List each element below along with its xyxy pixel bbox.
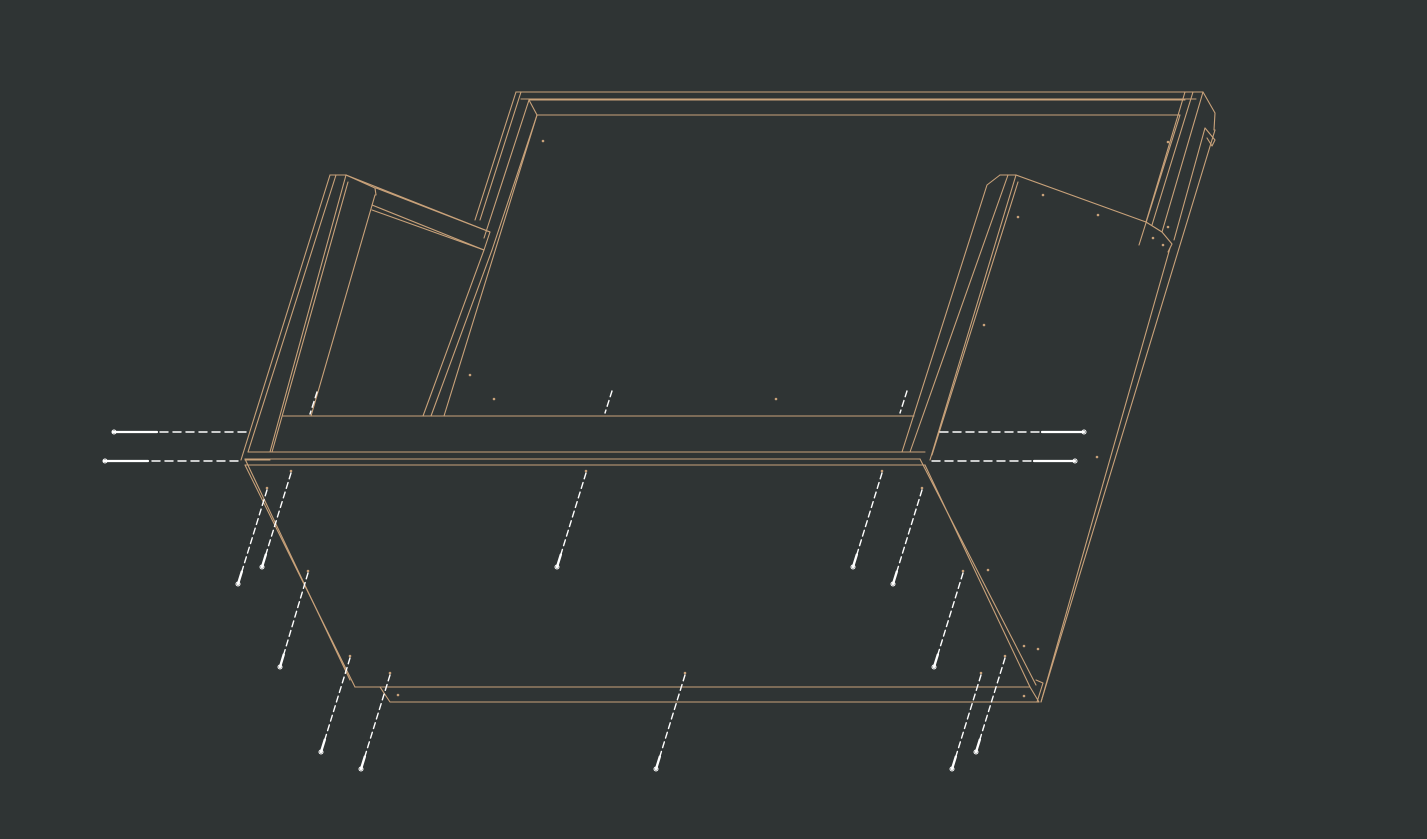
fasteners bbox=[102, 390, 1087, 772]
left-front-post bbox=[240, 174, 377, 461]
back-rail bbox=[515, 91, 1216, 147]
vertical-screw bbox=[850, 472, 883, 570]
pilot-holes bbox=[265, 139, 1170, 698]
frame-outline bbox=[240, 91, 1216, 703]
horizontal-screw bbox=[931, 458, 1078, 464]
left-side-rail bbox=[345, 174, 491, 251]
vertical-screw bbox=[358, 674, 391, 772]
front-rail bbox=[244, 415, 926, 466]
vertical-screw bbox=[554, 472, 587, 570]
right-back-upright bbox=[1040, 91, 1216, 703]
left-back-upright bbox=[422, 91, 538, 417]
vertical-screw bbox=[931, 572, 964, 670]
vertical-screw bbox=[973, 657, 1006, 755]
vertical-screws bbox=[235, 472, 1006, 772]
vertical-screw bbox=[318, 657, 351, 755]
vertical-screw bbox=[277, 572, 309, 670]
vertical-screw bbox=[259, 472, 292, 570]
horizontal-screw bbox=[939, 429, 1087, 435]
vertical-screw bbox=[949, 674, 982, 772]
rail-guides bbox=[309, 390, 908, 415]
right-side-panel bbox=[901, 174, 1173, 703]
vertical-screw bbox=[890, 489, 923, 587]
vertical-screw bbox=[653, 674, 686, 772]
horizontal-screw bbox=[111, 429, 251, 435]
vertical-screw bbox=[235, 489, 268, 587]
horizontal-screw bbox=[102, 458, 243, 464]
